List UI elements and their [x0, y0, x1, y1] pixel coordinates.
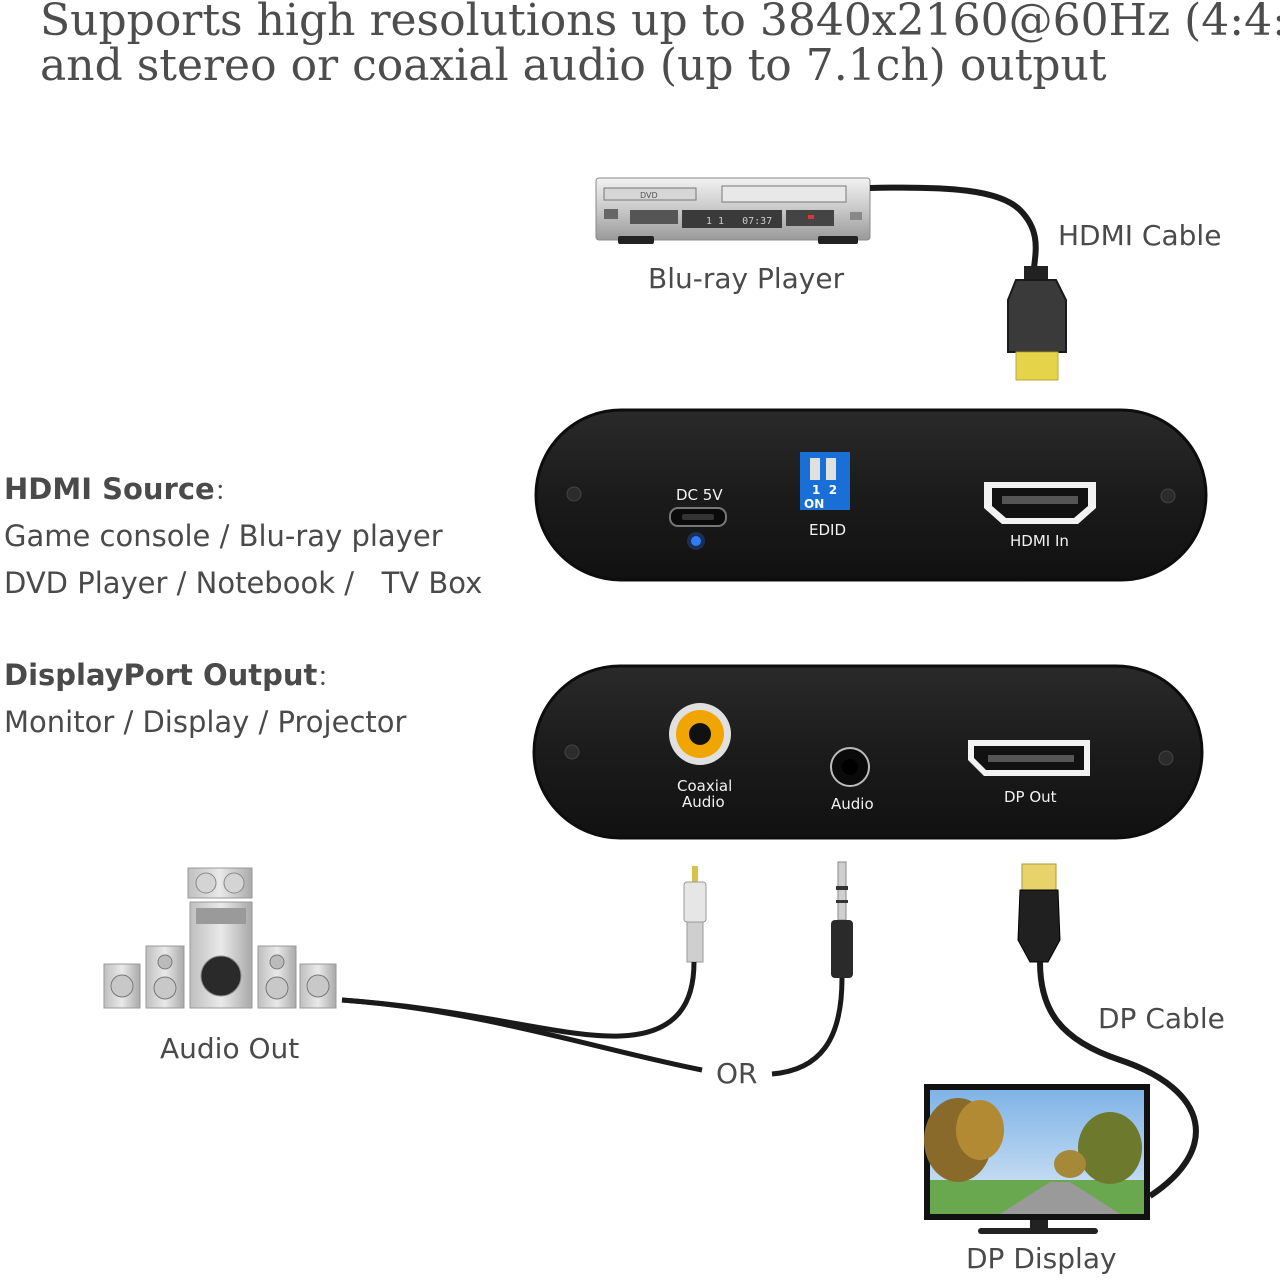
hdmi-source-colon: ：	[215, 480, 237, 505]
dip-switch-icon: 1 2 ON	[800, 452, 850, 511]
coaxial-label-line-2: Audio	[682, 793, 725, 811]
power-led-icon	[691, 536, 701, 546]
dp-output-colon: ：	[317, 666, 339, 691]
rca-plug-icon	[683, 866, 707, 963]
dp-cable-label: DP Cable	[1098, 1002, 1225, 1035]
hdmi-cable-label: HDMI Cable	[1058, 219, 1221, 252]
hdmi-cable	[869, 184, 1039, 269]
coaxial-port-icon	[669, 703, 731, 765]
hdmi-in-port-icon	[984, 482, 1096, 524]
screw-icon	[1160, 488, 1176, 504]
or-label: OR	[716, 1057, 758, 1090]
displayport-output-section: DisplayPort Output： Monitor / Display / …	[4, 658, 407, 739]
bluray-display-text: 1 1 07:37	[706, 216, 772, 227]
speaker-system-icon	[103, 867, 337, 1009]
dp-out-port-icon	[968, 740, 1090, 776]
hdmi-source-heading: HDMI Source	[4, 472, 215, 506]
bluray-panel-text: DVD	[640, 191, 658, 200]
screw-icon	[564, 744, 580, 760]
dp-out-label: DP Out	[1004, 788, 1057, 806]
audio-port-label: Audio	[831, 795, 874, 813]
hdmi-source-section: HDMI Source： Game console / Blu-ray play…	[4, 472, 482, 600]
dc-5v-label: DC 5V	[676, 486, 723, 504]
dp-output-heading: DisplayPort Output	[4, 658, 318, 692]
hdmi-plug-icon	[1007, 266, 1067, 381]
hdmi-in-label: HDMI In	[1010, 532, 1069, 550]
stereo-audio-cable-end	[771, 977, 845, 1077]
svg-text:HDMI Source：: HDMI Source：	[4, 472, 237, 506]
dip-numbers: 1 2	[812, 483, 837, 497]
dp-output-line-1: Monitor / Display / Projector	[4, 705, 407, 739]
svg-text:DisplayPort Output：: DisplayPort Output：	[4, 658, 339, 692]
converter-output-panel: Coaxial Audio Audio DP Out	[532, 664, 1204, 840]
bluray-player-icon: DVD 1 1 07:37	[595, 177, 871, 244]
converter-input-panel: DC 5V 1 2 ON EDID HDMI In	[534, 408, 1208, 582]
screw-icon	[566, 486, 582, 502]
dp-display-label: DP Display	[966, 1242, 1117, 1275]
coaxial-label-line-1: Coaxial	[677, 777, 732, 795]
dip-on-label: ON	[804, 497, 824, 511]
dp-cable	[1037, 961, 1199, 1199]
audio-out-label: Audio Out	[160, 1032, 299, 1065]
dp-plug-icon	[1017, 863, 1061, 963]
dp-display-icon	[924, 1084, 1150, 1234]
audio-plug-icon	[831, 861, 853, 978]
header-line-1: Supports high resolutions up to 3840x216…	[40, 0, 1280, 46]
header-line-2: and stereo or coaxial audio (up to 7.1ch…	[40, 40, 1107, 91]
stereo-audio-cable	[341, 997, 703, 1073]
edid-label: EDID	[809, 521, 846, 539]
header: Supports high resolutions up to 3840x216…	[40, 0, 1280, 91]
screw-icon	[1158, 750, 1174, 766]
hdmi-source-line-1: Game console / Blu-ray player	[4, 519, 443, 553]
hdmi-source-line-2: DVD Player / Notebook / TV Box	[4, 566, 482, 600]
bluray-label: Blu-ray Player	[648, 262, 845, 295]
audio-jack-icon	[830, 747, 870, 787]
